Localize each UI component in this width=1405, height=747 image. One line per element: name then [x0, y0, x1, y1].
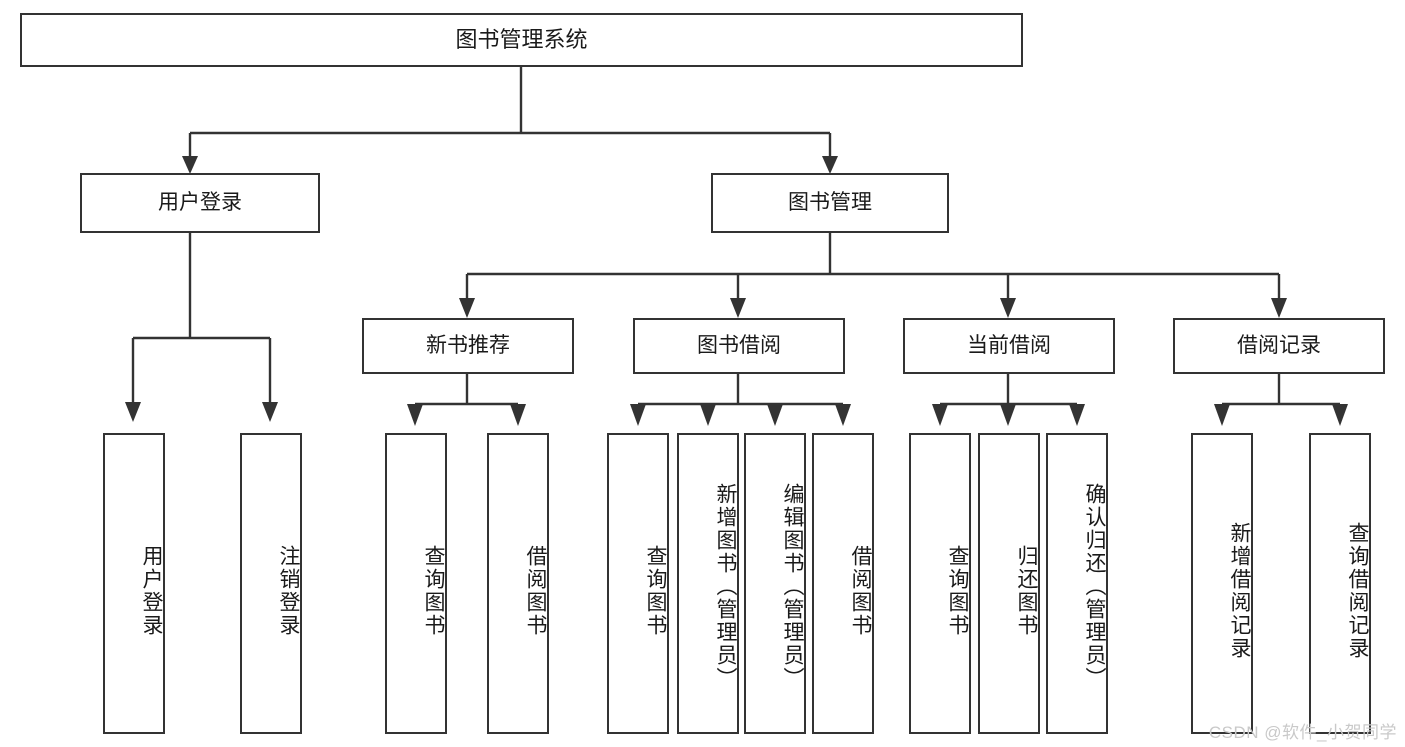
leaf-current-return-book[interactable]: 归还图书 — [978, 433, 1040, 734]
arrowhead-borrow-leaf-4 — [835, 404, 851, 426]
csdn-watermark: CSDN @软件_小贺同学 — [1208, 723, 1397, 742]
node-borrow-record[interactable]: 借阅记录 — [1173, 318, 1385, 374]
node-user-login[interactable]: 用户登录 — [80, 173, 320, 233]
arrowhead-record-leaf-1 — [1214, 404, 1230, 426]
leaf-record-query-record[interactable]: 查询借阅记录 — [1309, 433, 1371, 734]
leaf-borrow-add-book-admin[interactable]: 新增图书（管理员） — [677, 433, 739, 734]
node-root-system[interactable]: 图书管理系统 — [20, 13, 1023, 67]
arrowhead-borrow-leaf-2 — [700, 404, 716, 426]
arrowhead-level2-2 — [730, 298, 746, 318]
arrowhead-current-leaf-2 — [1000, 404, 1016, 426]
arrowhead-book-manage — [822, 156, 838, 174]
leaf-current-query-book[interactable]: 查询图书 — [909, 433, 971, 734]
arrowhead-current-leaf-3 — [1069, 404, 1085, 426]
node-book-management[interactable]: 图书管理 — [711, 173, 949, 233]
arrowhead-userlogin-leaf-1 — [125, 402, 141, 422]
arrowhead-user-login — [182, 156, 198, 174]
leaf-user-login-logout[interactable]: 注销登录 — [240, 433, 302, 734]
leaf-borrow-borrow-book[interactable]: 借阅图书 — [812, 433, 874, 734]
leaf-borrow-query-book[interactable]: 查询图书 — [607, 433, 669, 734]
arrowhead-newbook-leaf-2 — [510, 404, 526, 426]
arrowhead-borrow-leaf-3 — [767, 404, 783, 426]
arrowhead-level2-1 — [459, 298, 475, 318]
arrowhead-level2-4 — [1271, 298, 1287, 318]
leaf-new-book-query[interactable]: 查询图书 — [385, 433, 447, 734]
leaf-borrow-edit-book-admin[interactable]: 编辑图书（管理员） — [744, 433, 806, 734]
node-current-borrow[interactable]: 当前借阅 — [903, 318, 1115, 374]
arrowhead-newbook-leaf-1 — [407, 404, 423, 426]
leaf-current-confirm-return-admin[interactable]: 确认归还（管理员） — [1046, 433, 1108, 734]
leaf-new-book-borrow[interactable]: 借阅图书 — [487, 433, 549, 734]
leaf-user-login-login[interactable]: 用户登录 — [103, 433, 165, 734]
arrowhead-borrow-leaf-1 — [630, 404, 646, 426]
node-new-book-recommend[interactable]: 新书推荐 — [362, 318, 574, 374]
arrowhead-userlogin-leaf-2 — [262, 402, 278, 422]
arrowhead-record-leaf-2 — [1332, 404, 1348, 426]
arrowhead-current-leaf-1 — [932, 404, 948, 426]
leaf-record-add-record[interactable]: 新增借阅记录 — [1191, 433, 1253, 734]
node-book-borrow[interactable]: 图书借阅 — [633, 318, 845, 374]
arrowhead-level2-3 — [1000, 298, 1016, 318]
